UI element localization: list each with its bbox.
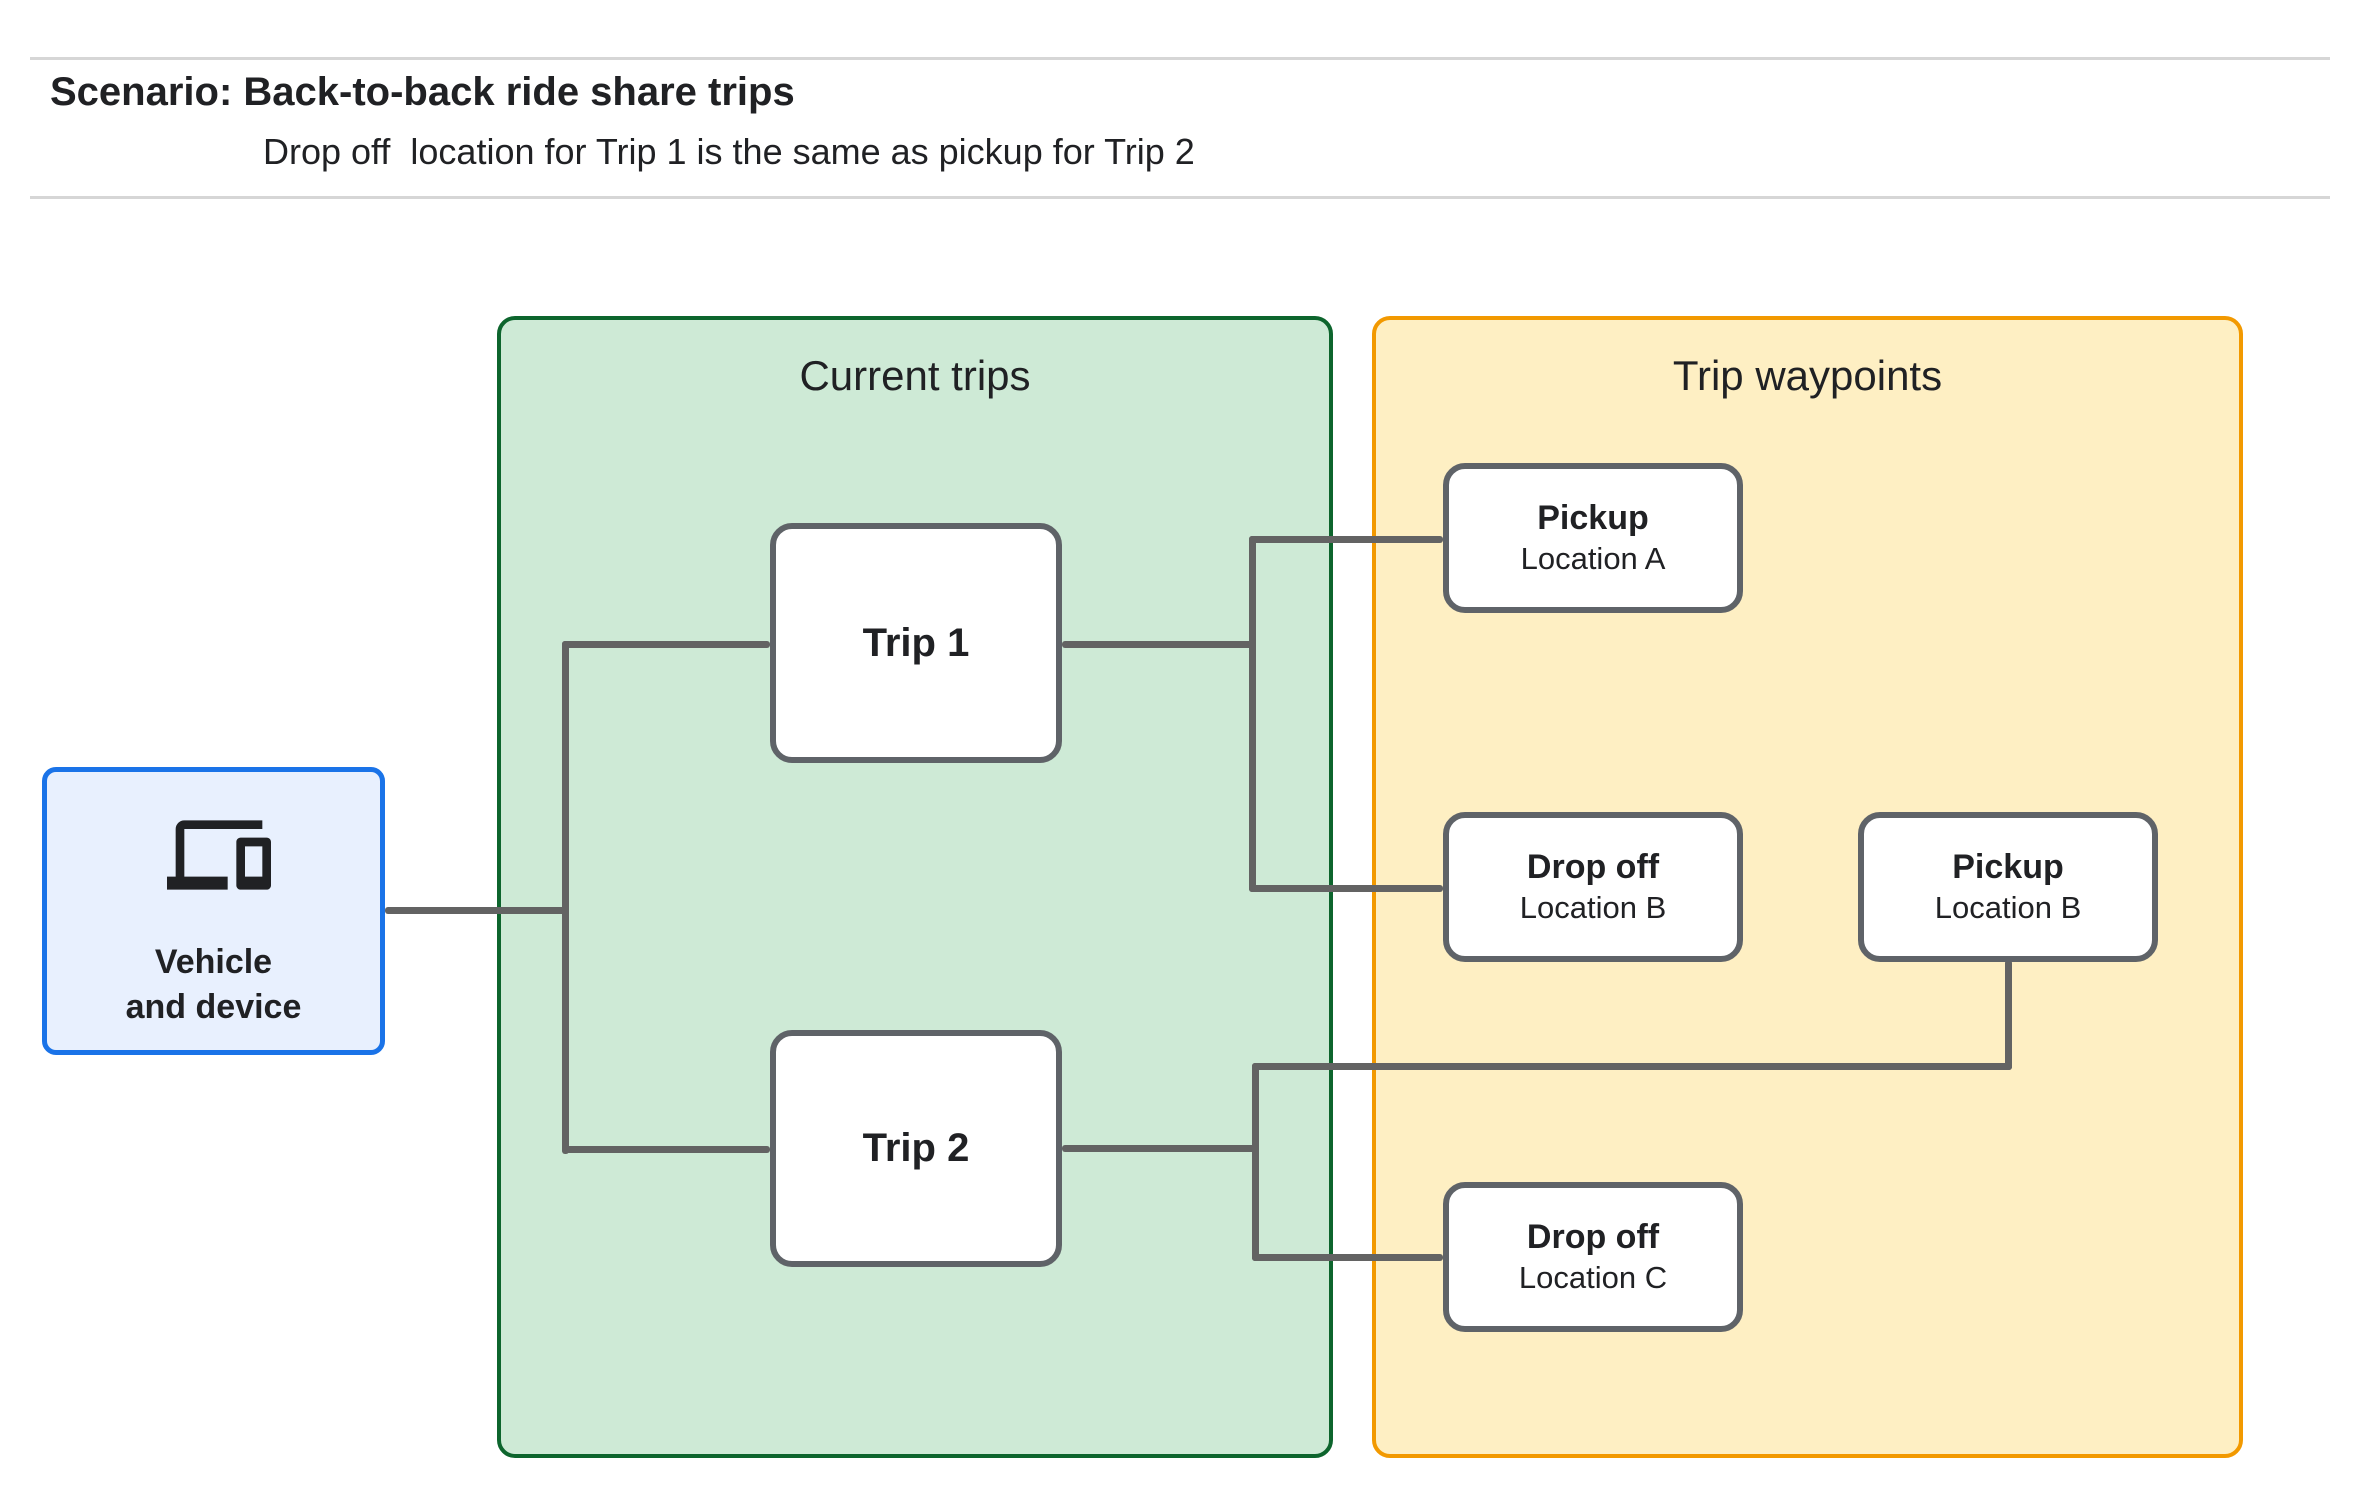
vehicle-node-label: Vehicle and device [125, 943, 302, 1026]
connector-trip1-out [1062, 641, 1256, 648]
connector-trip1-to-pickup-a [1249, 536, 1443, 543]
connector-vehicle-out [385, 907, 569, 914]
waypoint-pickup-b-node: Pickup Location B [1858, 812, 2158, 962]
scenario-subtitle: Drop off location for Trip 1 is the same… [263, 131, 1195, 172]
waypoint-dropoff-c-node: Drop off Location C [1443, 1182, 1743, 1332]
connector-pickup-b-drop [2005, 960, 2012, 1070]
waypoint-pickup-b-location: Location B [1934, 890, 2082, 925]
divider-bottom [30, 196, 2330, 199]
waypoint-dropoff-b-node: Drop off Location B [1443, 812, 1743, 962]
connector-trip2-to-pickup-b [1252, 1063, 2012, 1070]
waypoint-pickup-a-location: Location A [1520, 541, 1666, 576]
trip-waypoints-title: Trip waypoints [1672, 352, 1943, 399]
connector-trip1-to-dropoff-b [1249, 885, 1443, 892]
trip2-node: Trip 2 [770, 1030, 1062, 1267]
connector-vehicle-split-vertical [562, 641, 569, 1154]
trip2-label: Trip 2 [862, 1126, 970, 1170]
waypoint-pickup-b-type: Pickup [1952, 848, 2064, 886]
scenario-title: Scenario: Back-to-back ride share trips [50, 70, 795, 114]
current-trips-title: Current trips [799, 352, 1031, 399]
waypoint-dropoff-c-location: Location C [1518, 1260, 1668, 1295]
divider-top [30, 57, 2330, 60]
waypoint-dropoff-c-type: Drop off [1526, 1218, 1660, 1256]
waypoint-pickup-a-type: Pickup [1537, 499, 1649, 537]
waypoint-dropoff-b-location: Location B [1519, 890, 1667, 925]
trip1-label: Trip 1 [862, 620, 970, 665]
waypoint-dropoff-b-type: Drop off [1526, 848, 1660, 886]
devices-icon [167, 820, 271, 890]
connector-trip2-to-dropoff-c [1252, 1254, 1443, 1261]
vehicle-and-device-node: Vehicle and device [42, 767, 385, 1055]
connector-to-trip2 [562, 1146, 770, 1153]
connector-trip1-split-vertical [1249, 536, 1256, 892]
waypoint-pickup-a-node: Pickup Location A [1443, 463, 1743, 613]
connector-trip2-split-vertical [1252, 1063, 1259, 1261]
connector-to-trip1 [562, 641, 770, 648]
current-trips-panel: Current trips [497, 316, 1333, 1458]
trip1-node: Trip 1 [770, 523, 1062, 763]
connector-trip2-out [1062, 1145, 1258, 1152]
